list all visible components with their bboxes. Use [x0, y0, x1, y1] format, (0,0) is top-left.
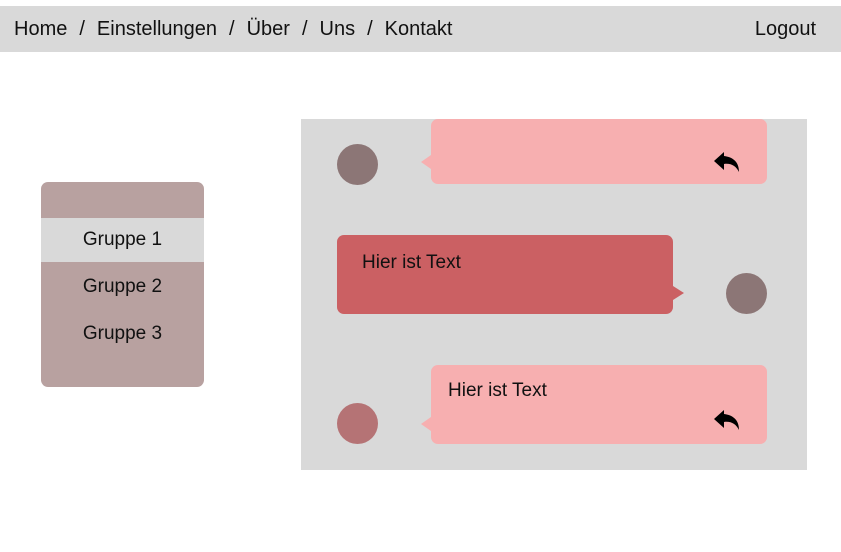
logout-button[interactable]: Logout — [754, 17, 816, 40]
avatar — [337, 144, 378, 185]
group-item-2[interactable]: Gruppe 2 — [41, 265, 204, 309]
group-item-1[interactable]: Gruppe 1 — [41, 218, 204, 262]
bubble-tail — [673, 286, 684, 300]
reply-icon[interactable] — [713, 150, 741, 174]
breadcrumb: Home / Einstellungen / Über / Uns / Kont… — [14, 6, 452, 52]
breadcrumb-separator: / — [229, 17, 235, 40]
group-item-label: Gruppe 3 — [82, 323, 163, 344]
bubble-tail — [421, 417, 431, 431]
breadcrumb-separator: / — [79, 17, 85, 40]
breadcrumb-separator: / — [367, 17, 373, 40]
group-item-label: Gruppe 2 — [82, 276, 163, 297]
breadcrumb-ueber[interactable]: Über — [246, 17, 290, 40]
avatar — [337, 403, 378, 444]
breadcrumb-separator: / — [301, 17, 308, 40]
group-item-3[interactable]: Gruppe 3 — [41, 312, 204, 356]
message-bubble-received: Hier ist Text — [421, 365, 767, 444]
breadcrumb-kontakt[interactable]: Kontakt — [384, 17, 453, 40]
chat-panel: Hier ist Text Hier ist Text — [301, 119, 807, 470]
message-bubble-received — [421, 119, 767, 184]
reply-icon[interactable] — [713, 408, 741, 432]
group-list: Gruppe 1 Gruppe 2 Gruppe 3 — [41, 182, 204, 387]
breadcrumb-uns[interactable]: Uns — [319, 17, 356, 40]
message-text: Hier ist Text — [448, 380, 547, 401]
message-bubble-sent: Hier ist Text — [337, 235, 684, 314]
group-item-label: Gruppe 1 — [82, 229, 163, 250]
bubble-tail — [421, 155, 431, 169]
breadcrumb-einstellungen[interactable]: Einstellungen — [96, 17, 218, 40]
message-text: Hier ist Text — [362, 252, 461, 273]
avatar — [726, 273, 767, 314]
breadcrumb-home[interactable]: Home — [14, 17, 68, 40]
top-navigation-bar: Home / Einstellungen / Über / Uns / Kont… — [0, 6, 841, 52]
